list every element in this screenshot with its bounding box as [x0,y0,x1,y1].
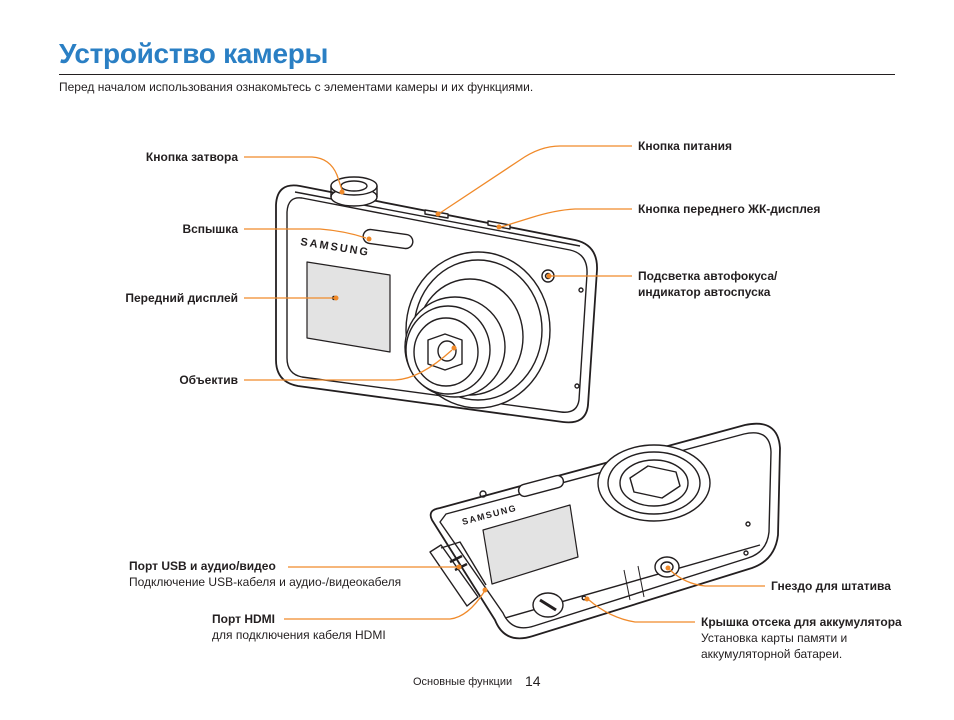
camera-bottom-view: SAMSUNG [429,422,781,640]
intro-text: Перед началом использования ознакомьтесь… [59,80,534,94]
footer-section-name: Основные функции [413,676,513,688]
label-front-lcd-button: Кнопка переднего ЖК-дисплея [638,202,821,216]
label-flash: Вспышка [182,222,238,236]
label-af-lamp: Подсветка автофокуса/индикатор автоспуск… [638,269,778,299]
callout-front-lcd-button [500,208,632,228]
label-battery-cover: Крышка отсека для аккумулятора Установка… [701,615,902,661]
callout-lines [244,145,765,623]
callout-tripod [669,569,765,587]
label-power-button: Кнопка питания [638,139,732,153]
callout-shutter [244,156,343,191]
label-lens: Объектив [179,373,238,387]
callout-flash [244,228,367,239]
label-shutter-button: Кнопка затвора [145,150,238,164]
label-tripod-socket: Гнездо для штатива [771,579,891,593]
callout-lens [244,349,453,381]
callout-hdmi-port [284,591,485,620]
callout-power [439,145,632,214]
title-rule [59,74,895,75]
footer-page-number: 14 [525,673,541,689]
brand-logo-front: SAMSUNG [300,236,371,259]
callout-battery-cover [588,599,695,623]
page-title: Устройство камеры [59,38,329,69]
label-front-display: Передний дисплей [125,291,238,305]
